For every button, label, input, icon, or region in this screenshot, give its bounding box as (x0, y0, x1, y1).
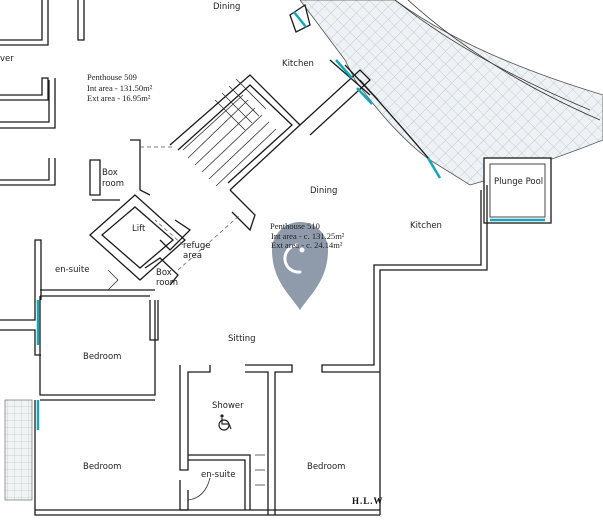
room-shower: Shower (212, 401, 244, 411)
room-refuge-a: refuge (183, 241, 211, 251)
room-lift: Lift (132, 224, 146, 234)
room-kitchen-top: Kitchen (282, 59, 314, 69)
penthouse-510-int: Int area - c. 131.25m² (271, 231, 345, 241)
penthouse-509-name: Penthouse 509 (87, 72, 137, 82)
room-ensuite-bottom: en-suite (201, 470, 235, 480)
room-sitting: Sitting (228, 334, 256, 344)
penthouse-509-int: Int area - 131.50m² (87, 83, 153, 93)
room-box-1b: room (102, 179, 124, 189)
penthouse-510-ext: Ext area - c. 24.14m² (271, 240, 343, 250)
room-refuge-b: area (183, 251, 202, 261)
room-dining-top: Dining (213, 2, 240, 12)
room-box-2b: room (156, 278, 178, 288)
room-bedroom-bottom-left: Bedroom (83, 462, 121, 472)
shower-tile-left (4, 399, 33, 501)
walls-penthouse-509 (0, 0, 85, 356)
penthouse-510-name: Penthouse 510 (270, 221, 320, 231)
room-bedroom-left: Bedroom (83, 352, 121, 362)
terrace-hatch (299, 0, 603, 186)
walls-kitchen (289, 3, 431, 161)
room-kitchen: Kitchen (410, 221, 442, 231)
room-dining: Dining (310, 186, 337, 196)
room-bedroom-bottom-right: Bedroom (307, 462, 345, 472)
stamp-hlw: H.L.W (352, 496, 384, 506)
lift-core (89, 139, 192, 341)
walls-penthouse-510 (34, 185, 488, 516)
room-box-1a: Box (102, 168, 118, 178)
plunge-pool (483, 157, 552, 224)
map-pin-icon[interactable] (272, 222, 328, 310)
room-ensuite-left: en-suite (55, 265, 89, 275)
room-ver: ver (0, 54, 14, 64)
room-box-2a: Box (156, 268, 172, 278)
stair-core (169, 74, 301, 232)
penthouse-509-ext: Ext area - 16.95m² (87, 93, 151, 103)
room-plunge-pool: Plunge Pool (494, 177, 543, 187)
wheelchair-icon (218, 414, 232, 431)
